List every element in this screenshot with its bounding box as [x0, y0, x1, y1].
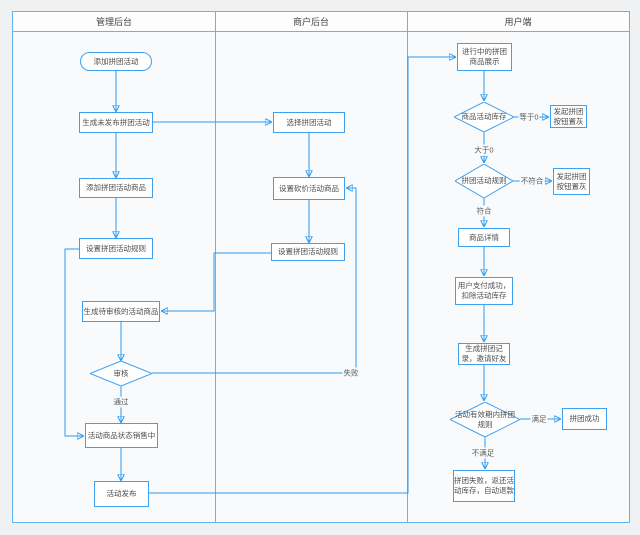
edge-label-greater-zero: 大于0 [473, 144, 495, 156]
node-product-on-sale: 活动商品状态销售中 [85, 423, 158, 448]
node-pending-review-product: 生成待审核的活动商品 [82, 301, 160, 322]
lane-title: 商户后台 [292, 17, 329, 27]
node-add-group-activity: 添加拼团活动 [80, 52, 152, 71]
diamond-shape [90, 361, 152, 386]
node-select-group-activity: 选择拼团活动 [273, 112, 345, 133]
node-activity-publish: 活动发布 [94, 481, 149, 507]
decision-label: 拼团活动规则 [461, 176, 507, 186]
edge-label-equal-zero: 等于0 [518, 111, 540, 123]
node-admin-set-rules: 设置拼团活动规则 [79, 238, 153, 259]
lane-divider [407, 12, 408, 522]
diamond-shape [450, 402, 520, 437]
node-gray-button-rule: 发起拼团 按钮置灰 [553, 168, 590, 195]
edge-label-match: 符合 [475, 205, 493, 217]
edge-label-not-match: 不符合 [519, 175, 545, 187]
node-group-success: 拼团成功 [562, 408, 607, 430]
node-validity-decision: 活动有效期内拼团 规则 [450, 402, 520, 437]
decision-label: 活动有效期内拼团 规则 [455, 409, 515, 429]
node-group-record: 生成拼团记 录，邀请好友 [458, 343, 510, 365]
edge-label-fail: 失败 [342, 367, 360, 379]
lane-header-admin: 管理后台 [13, 12, 215, 32]
decision-label: 审核 [113, 368, 129, 378]
lane-divider [215, 12, 216, 522]
node-add-activity-product: 添加拼团活动商品 [79, 178, 153, 198]
node-group-fail-refund: 拼团失败，返还活 动库存，自动退款 [453, 470, 515, 502]
diamond-shape [454, 102, 514, 132]
lane-title: 管理后台 [95, 17, 132, 27]
node-pay-success: 用户支付成功， 扣除活动库存 [455, 277, 513, 305]
node-rule-decision: 拼团活动规则 [455, 164, 513, 198]
node-merchant-set-rules: 设置拼团活动规则 [271, 243, 345, 261]
lane-title: 用户端 [504, 17, 532, 27]
edge-label-pass: 通过 [112, 396, 130, 408]
lane-header-merchant: 商户后台 [215, 12, 407, 32]
node-ongoing-group-display: 进行中的拼团 商品展示 [457, 43, 512, 71]
lane-header-user: 用户端 [407, 12, 629, 32]
node-set-activity-product: 设置砍价活动商品 [273, 177, 345, 200]
node-product-detail: 商品详情 [458, 228, 510, 247]
node-stock-decision: 商品活动库存 [454, 102, 514, 132]
diamond-shape [455, 164, 513, 198]
edge-label-satisfied: 满足 [530, 413, 548, 425]
node-gray-button-stock: 发起拼团 按钮置灰 [550, 105, 587, 128]
node-review-decision: 审核 [90, 361, 152, 386]
edge-label-not-satisfied: 不满足 [470, 447, 496, 459]
node-generate-unpublished: 生成未发布拼团活动 [79, 112, 153, 133]
decision-label: 商品活动库存 [461, 112, 507, 122]
